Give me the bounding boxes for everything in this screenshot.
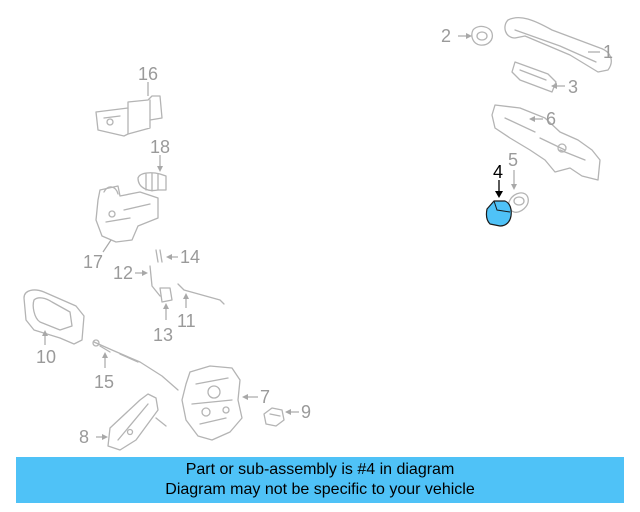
part-5-ring-gasket [507, 192, 529, 213]
callout-5: 5 [508, 150, 518, 170]
part-10-inside-handle [23, 289, 85, 345]
callout-3: 3 [568, 77, 578, 97]
part-2-gasket [471, 25, 494, 46]
callout-1: 1 [603, 42, 613, 62]
callout-2: 2 [441, 26, 451, 46]
callout-10: 10 [36, 347, 56, 367]
part-14-clip [155, 249, 163, 263]
part-13-clip [159, 287, 173, 303]
part-17-door-check [95, 185, 159, 243]
part-8-latch-bracket [107, 393, 167, 451]
callout-18: 18 [150, 137, 170, 157]
callout-7: 7 [260, 387, 270, 407]
banner-line-1: Part or sub-assembly is #4 in diagram [185, 461, 455, 478]
part-16-hinge [95, 95, 163, 137]
callout-13: 13 [153, 325, 173, 345]
callout-11: 11 [177, 311, 196, 331]
callout-6: 6 [546, 109, 556, 129]
part-7-door-latch [181, 365, 243, 441]
info-banner: Part or sub-assembly is #4 in diagram Di… [16, 457, 624, 503]
part-15-cable [92, 339, 179, 391]
callout-16: 16 [138, 64, 158, 84]
part-1-outside-handle [504, 16, 612, 73]
part-6-handle-bracket [491, 104, 601, 181]
part-18-bumper [137, 172, 167, 192]
callout-14: 14 [180, 247, 200, 267]
banner-line-2: Diagram may not be specific to your vehi… [165, 481, 475, 498]
parts-diagram: 1 2 3 6 5 4 16 [23, 16, 613, 451]
callout-8: 8 [79, 427, 89, 447]
part-3-pad [511, 61, 557, 93]
callout-9: 9 [301, 402, 311, 422]
callout-17: 17 [83, 252, 103, 272]
callout-15: 15 [94, 372, 114, 392]
part-11-rod [177, 283, 225, 305]
callout-12: 12 [113, 263, 133, 283]
part-4-lock-cylinder [485, 200, 512, 227]
callout-4: 4 [493, 162, 503, 182]
part-9-bolt [263, 407, 285, 427]
